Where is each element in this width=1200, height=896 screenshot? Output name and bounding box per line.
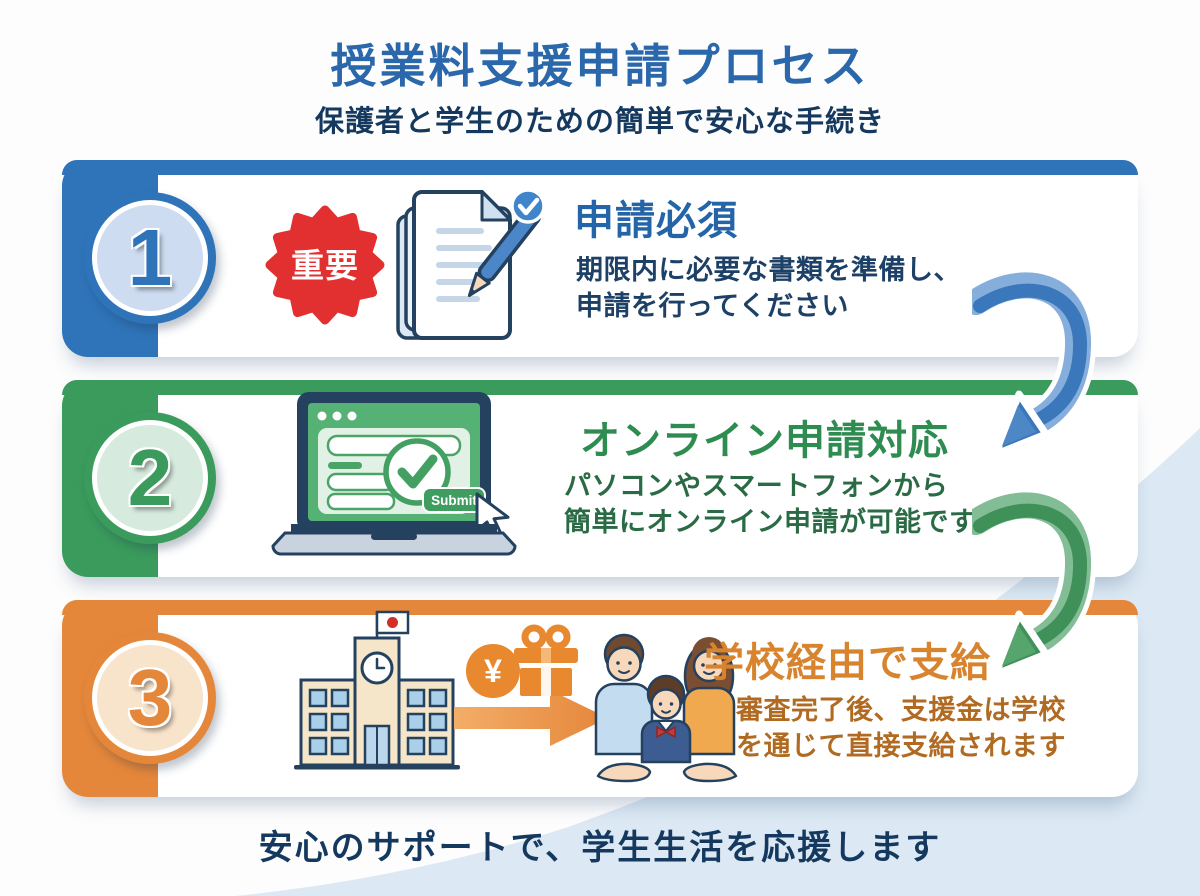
right-arrow-icon	[454, 690, 608, 746]
step-1-number: 1	[127, 213, 173, 302]
step-3-body: 審査完了後、支援金は学校 を通じて直接支給されます	[736, 692, 1066, 764]
documents-pen-icon	[396, 188, 546, 340]
step-3-card: 3 ¥	[62, 600, 1138, 797]
step-1-body: 期限内に必要な書類を準備し、 申請を行ってください	[576, 252, 961, 324]
step-2-top-band	[62, 380, 1138, 395]
step-2-number-circle: 2	[84, 412, 216, 544]
laptop-online-form-icon: Submit	[271, 392, 517, 556]
important-seal-label: 重要	[291, 247, 359, 284]
step-2-body-line2: 簡単にオンライン申請が可能です	[564, 507, 977, 537]
yen-symbol: ¥	[484, 652, 502, 689]
step-1-body-line2: 申請を行ってください	[576, 291, 849, 321]
step-3-heading: 学校経由で支給	[704, 641, 991, 685]
step-3-top-band	[62, 600, 1138, 615]
step-1-top-band	[62, 160, 1138, 175]
page-title: 授業料支援申請プロセス	[330, 40, 870, 92]
step-2-body-line1: パソコンやスマートフォンから	[564, 471, 949, 501]
school-building-icon	[294, 610, 460, 770]
submit-button-label: Submit	[431, 493, 477, 508]
family-icon	[594, 633, 738, 783]
step-3-number: 3	[127, 653, 173, 742]
step-1-heading: 申請必須	[574, 199, 738, 243]
gift-icon	[514, 624, 578, 696]
step-2-number: 2	[127, 433, 173, 522]
page-footer: 安心のサポートで、学生生活を応援します	[258, 829, 942, 867]
check-badge-icon	[510, 188, 546, 224]
page-subtitle: 保護者と学生のための簡単で安心な手続き	[314, 106, 885, 138]
step-1-body-line1: 期限内に必要な書類を準備し、	[576, 255, 961, 285]
step-1-number-circle: 1	[84, 192, 216, 324]
step-2-heading: オンライン申請対応	[580, 419, 949, 463]
yen-coin-icon: ¥	[466, 644, 520, 698]
connector-arrow-2-3	[972, 487, 1096, 678]
important-seal-icon: 重要	[265, 205, 385, 325]
step-3-body-line1: 審査完了後、支援金は学校	[736, 695, 1066, 725]
step-3-number-circle: 3	[84, 632, 216, 764]
step-1-card: 1 重要 申請必須 期限内に必要	[62, 160, 1138, 357]
connector-arrow-1-2	[972, 267, 1096, 458]
step-2-body: パソコンやスマートフォンから 簡単にオンライン申請が可能です	[564, 468, 977, 540]
step-2-card: 2 Submit オンライン申請対応 パソコンやスマートフォンから	[62, 380, 1138, 577]
step-3-body-line2: を通じて直接支給されます	[736, 731, 1066, 761]
